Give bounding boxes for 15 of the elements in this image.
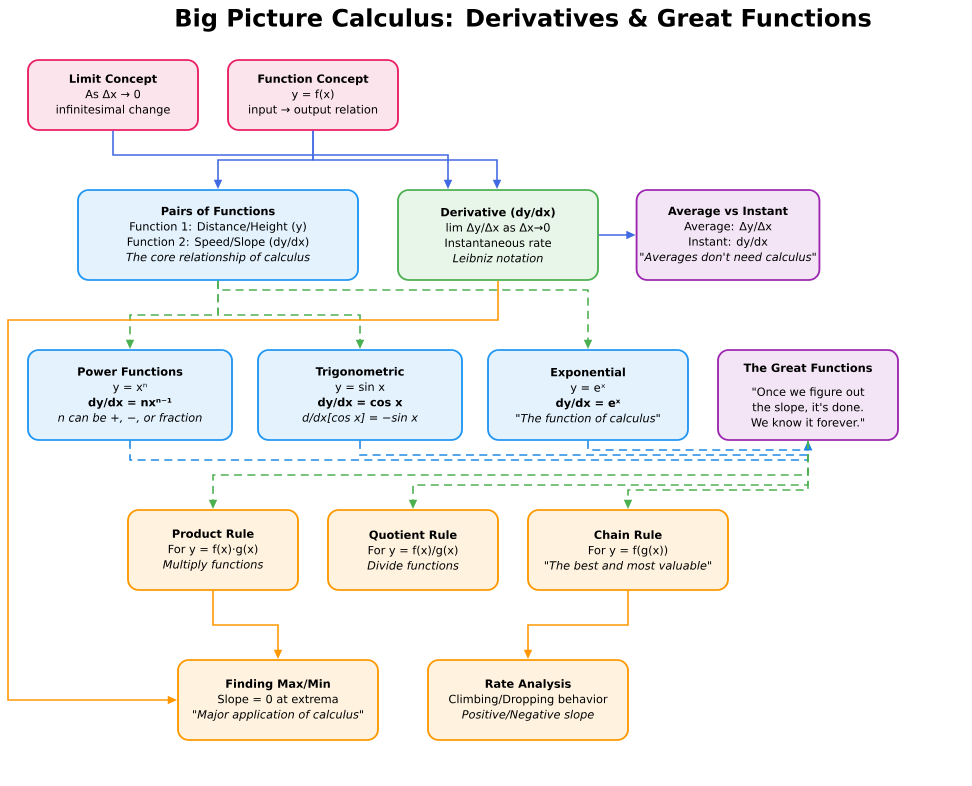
concept-box: Chain Rule For y = f(g(x)) "The best and most valuable" (527, 509, 729, 591)
concept-box: Average vs Instant Average: Δy/Δx Instant: dy/dx "Averages don't need calculus" (636, 189, 820, 281)
concept-box: Trigonometric y = sin x dy/dx = cos x d/dx[cos x] = −sin x (257, 349, 463, 441)
concept-box: Derivative (dy/dx) lim Δy/Δx as Δx→0 Instantaneous rate Leibniz notation (397, 189, 599, 281)
concept-box: Rate Analysis Climbing/Dropping behavior Positive/Negative slope (427, 659, 629, 741)
concept-box: Power Functions y = xⁿ dy/dx = nxⁿ⁻¹ n can be +, −, or fraction (27, 349, 233, 441)
concept-box: Function Concept y = f(x) input → output relation (227, 59, 399, 131)
title: Big Picture Calculus: Derivatives & Great Functions (176, 8, 871, 32)
concept-box: Limit Concept As Δx → 0 infinitesimal change (27, 59, 199, 131)
concept-box: The Great Functions "Once we figure out the slope, it's done. We know it forever." (717, 349, 899, 441)
concept-box: Pairs of Functions Function 1: Distance/Height (y) Function 2: Speed/Slope (dy/dx) The core relationship of calculus (77, 189, 359, 281)
concept-box: Finding Max/Min Slope = 0 at extrema "Major application of calculus" (177, 659, 379, 741)
concept-box: Quotient Rule For y = f(x)/g(x) Divide functions (327, 509, 499, 591)
concept-box: Exponential y = eˣ dy/dx = eˣ "The function of calculus" (487, 349, 689, 441)
concept-box: Product Rule For y = f(x)·g(x) Multiply functions (127, 509, 299, 591)
